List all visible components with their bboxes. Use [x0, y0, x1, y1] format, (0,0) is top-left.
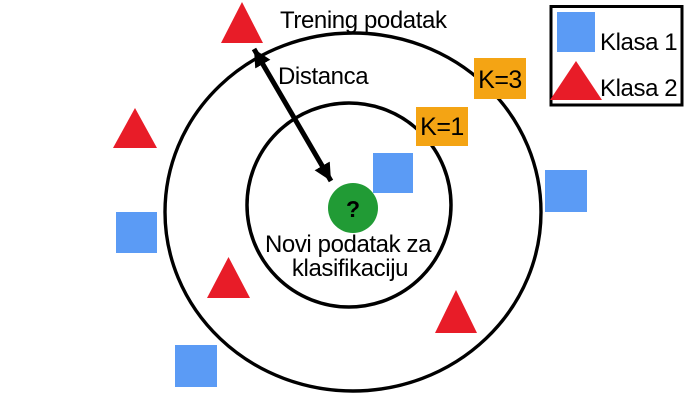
- legend-class2-label: Klasa 2: [600, 75, 677, 102]
- data-point-square: [373, 153, 413, 193]
- points-layer: [113, 2, 587, 387]
- legend-class1-label: Klasa 1: [600, 29, 677, 56]
- data-point-triangle: [113, 108, 157, 148]
- training-point-label: Trening podatak: [280, 7, 448, 34]
- new-point-label-line1: Novi podatak za: [265, 231, 432, 258]
- data-point-square: [175, 345, 217, 387]
- outer-circle-k3: [163, 31, 543, 393]
- question-mark: ?: [346, 196, 360, 222]
- legend: Klasa 1 Klasa 2: [549, 5, 684, 107]
- legend-class1-square-icon: [557, 12, 595, 52]
- new-point-circle: [328, 183, 378, 233]
- k3-label: K=3: [478, 66, 522, 94]
- legend-class2-triangle-icon: [550, 61, 602, 100]
- inner-circle-k1: [245, 101, 453, 309]
- k1-label: K=1: [420, 113, 464, 141]
- data-point-square: [116, 212, 157, 253]
- data-point-square: [545, 170, 587, 212]
- k1-badge: [416, 107, 468, 146]
- data-point-triangle: [435, 290, 477, 333]
- k3-badge: [474, 58, 526, 99]
- new-point-label-line2: klasifikaciju: [292, 255, 408, 282]
- data-point-triangle: [207, 257, 250, 298]
- data-point-triangle: [221, 2, 263, 43]
- distance-label: Distanca: [278, 63, 369, 90]
- distance-arrow: [251, 47, 334, 183]
